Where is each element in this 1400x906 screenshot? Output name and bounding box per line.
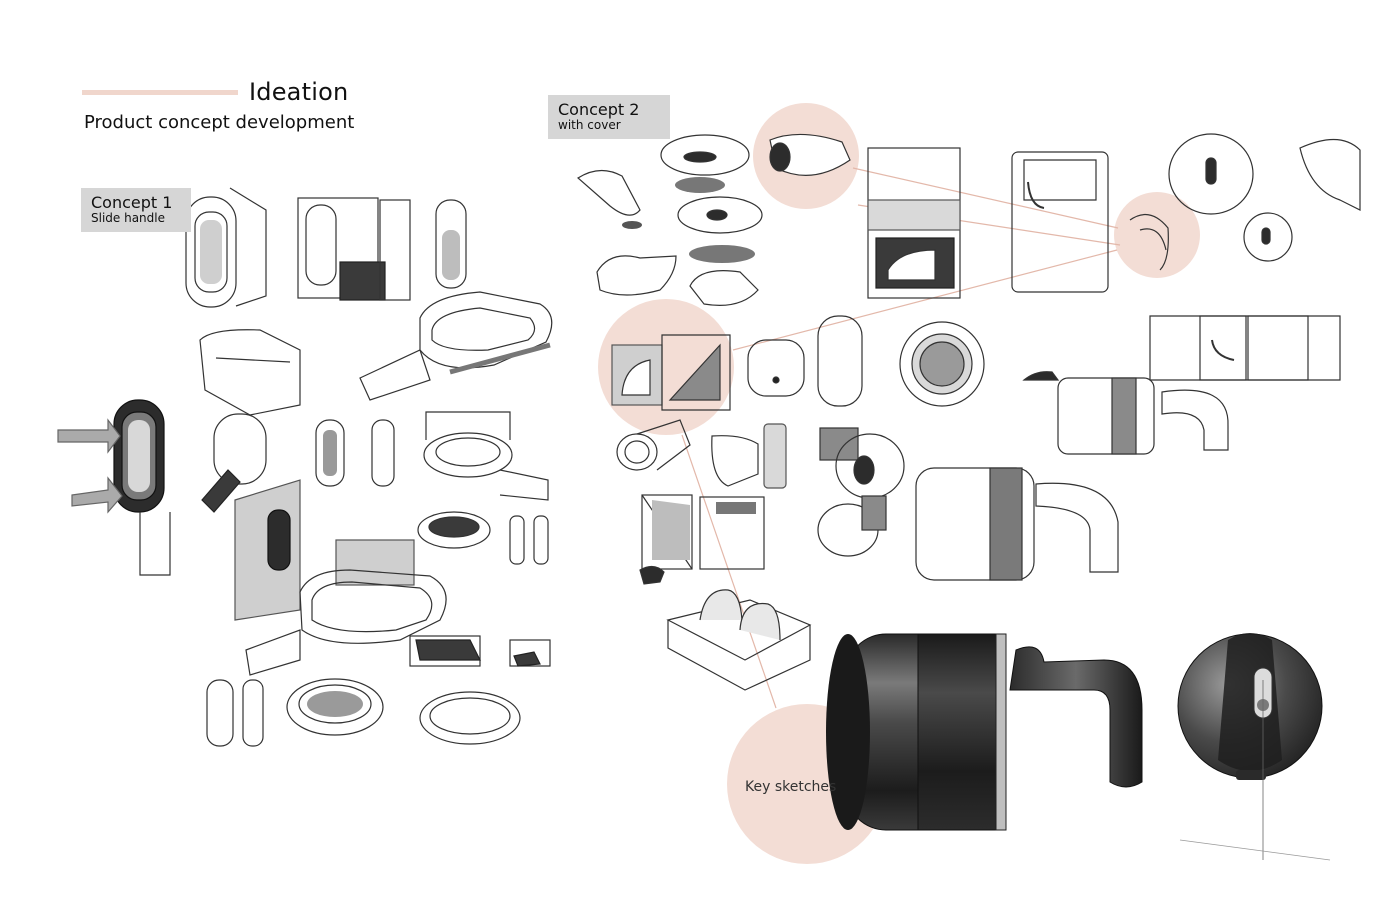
concept-2-title: Concept 2	[558, 100, 640, 119]
page-subtitle: Product concept development	[84, 112, 355, 133]
concept2-sketches	[577, 133, 1361, 691]
render-vacuum-front	[1177, 633, 1331, 861]
concept-1-label: Concept 1 Slide handle	[81, 188, 191, 233]
concept-1-subtitle: Slide handle	[91, 211, 165, 226]
key-sketches-label: Key sketches	[745, 779, 837, 795]
title-accent-rule	[82, 90, 238, 95]
page-title: Ideation	[249, 78, 349, 106]
highlight-circle-right	[1114, 192, 1200, 278]
concept-2-subtitle: with cover	[558, 118, 621, 133]
concept-1-title: Concept 1	[91, 193, 173, 212]
concept-2-label: Concept 2 with cover	[548, 95, 670, 140]
concept1-sketches	[57, 187, 553, 747]
render-vacuum-side	[826, 633, 1143, 831]
